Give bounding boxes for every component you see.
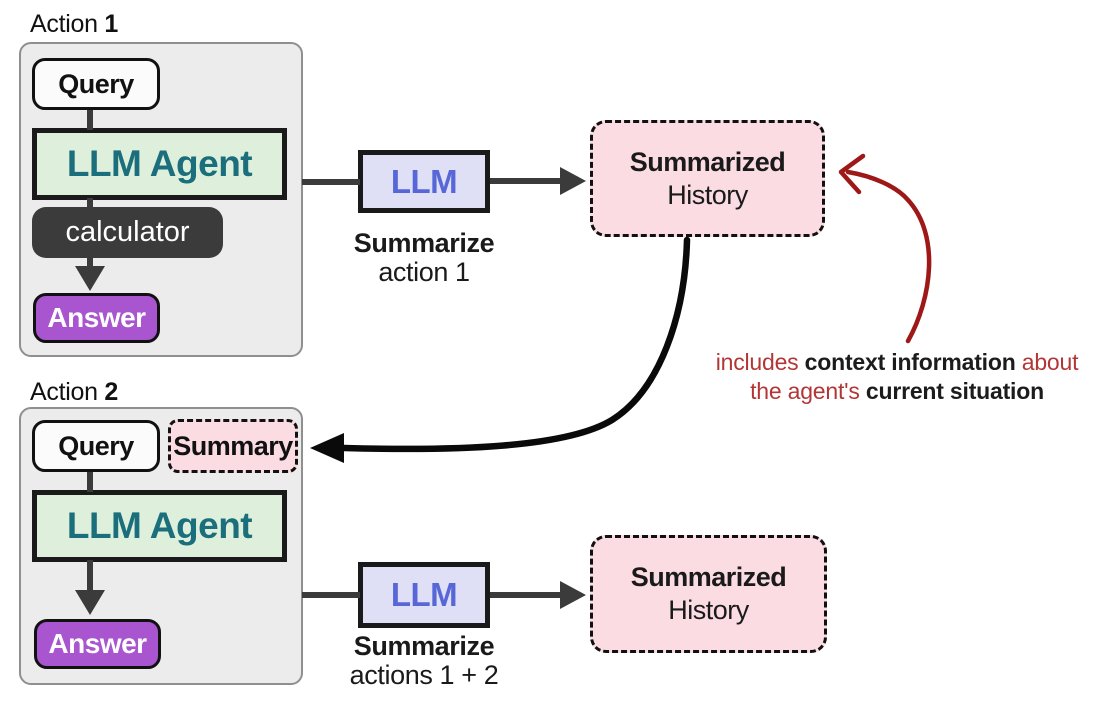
action1-calculator-label: calculator	[65, 216, 190, 248]
annotation-text: includes context information about the a…	[692, 348, 1102, 406]
summarizer1-caption: Summarize action 1	[334, 229, 514, 287]
summarized-history2-box: Summarized History	[590, 535, 827, 653]
summarized-history1-box: Summarized History	[590, 120, 825, 237]
action1-label-number: 1	[104, 10, 118, 38]
annotation-seg4: the agent's	[750, 378, 866, 404]
action2-query-label: Query	[58, 430, 134, 461]
annotation-seg1: includes	[715, 349, 805, 375]
annotation-line1: includes context information about	[692, 348, 1102, 377]
action1-query-label: Query	[58, 68, 134, 99]
summarized-history1-line2: History	[667, 179, 748, 210]
summarized-history1-line1: Summarized	[629, 146, 786, 177]
action1-answer-box: Answer	[33, 293, 160, 343]
annotation-seg2: context information	[804, 349, 1016, 375]
summarizer1-caption-rest: action 1	[378, 257, 470, 287]
summarizer1-llm-label: LLM	[390, 162, 458, 200]
arrowhead-llm2-history2	[560, 581, 586, 609]
arrowhead-history1-to-summary	[310, 433, 344, 463]
summarized-history2-line2: History	[668, 595, 749, 625]
action1-llm-agent-box: LLM Agent	[32, 128, 287, 200]
summarizer2-llm-label: LLM	[390, 576, 458, 613]
action2-label-number: 2	[104, 378, 118, 406]
summarizer2-caption-rest: actions 1 + 2	[349, 660, 499, 690]
action2-query-box: Query	[32, 420, 160, 472]
action2-summary-label: Summary	[173, 430, 293, 461]
summarizer2-llm-box: LLM	[358, 562, 490, 628]
action2-label: Action 2	[30, 378, 118, 407]
action1-query-box: Query	[32, 58, 160, 110]
curve-annotation-to-history1	[845, 169, 932, 344]
arrowhead-annotation-to-history1	[838, 153, 866, 195]
action1-llm-agent-label: LLM Agent	[66, 143, 253, 184]
summarized-history2-line1: Summarized	[630, 562, 787, 592]
action2-summary-box: Summary	[168, 419, 298, 473]
action2-llm-agent-box: LLM Agent	[32, 490, 287, 562]
summarizer1-caption-bold: Summarize	[353, 228, 495, 258]
summarizer1-llm-box: LLM	[358, 150, 490, 213]
annotation-line2: the agent's current situation	[692, 377, 1102, 406]
annotation-seg3: about	[1015, 349, 1079, 375]
annotation-seg5: current situation	[865, 378, 1044, 404]
action1-answer-label: Answer	[47, 302, 146, 333]
action2-answer-label: Answer	[48, 628, 147, 659]
arrowhead-llm1-history1	[560, 167, 586, 195]
action2-answer-box: Answer	[34, 619, 161, 669]
action1-calculator-box: calculator	[32, 207, 223, 258]
summarizer2-caption: Summarize actions 1 + 2	[324, 632, 524, 690]
action1-label: Action 1	[30, 10, 118, 39]
summarizer2-caption-bold: Summarize	[353, 631, 495, 661]
action2-label-prefix: Action	[30, 378, 105, 406]
action1-label-prefix: Action	[30, 10, 105, 38]
action2-llm-agent-label: LLM Agent	[66, 505, 253, 546]
